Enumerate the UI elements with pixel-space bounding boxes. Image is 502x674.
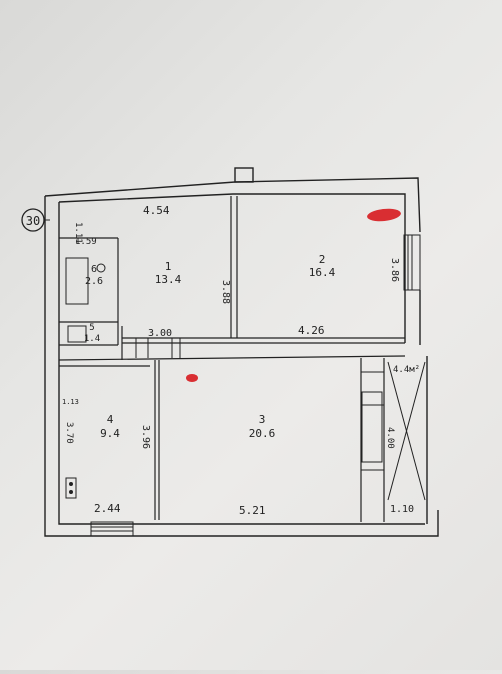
outer-wall-outline — [44, 196, 439, 537]
window-bottom — [90, 521, 134, 537]
hall-area: 4.4м² — [393, 365, 420, 375]
room-number: 2 — [319, 253, 326, 266]
outer-wall-top — [44, 177, 421, 233]
room-labels: 1 13.4 2 16.4 3 20.6 4 9.4 5 1.4 6 2.6 4… — [62, 253, 420, 440]
room-area: 20.6 — [249, 427, 276, 440]
window-bottom-frame — [90, 521, 134, 537]
chimney — [234, 167, 254, 183]
room-area: 2.6 — [85, 276, 103, 287]
room-number: 4 — [107, 413, 114, 426]
apartment-number-marker: 30 — [21, 208, 50, 232]
dim-corridor-width: 1.10 — [390, 504, 414, 515]
dim-room4-height: 3.70 — [64, 422, 74, 444]
small-mark: 1.13 — [62, 398, 79, 406]
dim-room1-height: 3.88 — [220, 280, 231, 304]
dimension-labels: 4.54 1.11 1.59 3.88 3.86 4.26 3.00 3.70 … — [64, 204, 414, 517]
room-area: 1.4 — [84, 334, 100, 344]
washbasin-icon — [96, 263, 106, 273]
dim-room3-height: 3.96 — [140, 425, 151, 449]
dim-room4-width: 2.44 — [94, 502, 121, 515]
stove-icon — [65, 477, 77, 499]
window-right — [403, 234, 421, 291]
interior-walls — [58, 196, 406, 522]
room-area: 16.4 — [309, 266, 336, 279]
dim-hall-width: 3.00 — [148, 328, 172, 339]
inner-wall-top-right — [58, 193, 406, 343]
dim-left-small-2: 1.59 — [75, 237, 97, 247]
bath-fixtures — [65, 257, 106, 499]
room-area: 9.4 — [100, 427, 120, 440]
dim-room3-width: 5.21 — [239, 504, 266, 517]
toilet-icon — [67, 325, 87, 343]
apartment-number: 30 — [26, 214, 40, 228]
hall-doorway — [361, 391, 383, 463]
door-marks — [135, 338, 426, 501]
stove-burner-icon — [69, 490, 73, 494]
room-number: 5 — [89, 323, 94, 333]
wall-rooms-bottom-top — [58, 355, 406, 361]
inner-wall-left-bottom — [58, 202, 425, 525]
room-area: 13.4 — [155, 273, 182, 286]
dim-left-small-1: 1.11 — [73, 222, 83, 244]
dim-corridor-height: 4.00 — [385, 427, 395, 449]
room-number: 6 — [91, 264, 97, 275]
dim-top-width: 4.54 — [143, 204, 170, 217]
stove-burner-icon — [69, 482, 73, 486]
hall-diagonal — [387, 361, 426, 501]
red-marks — [186, 208, 401, 382]
room-number: 1 — [165, 260, 172, 273]
red-ink-mark — [367, 208, 401, 222]
outer-walls — [44, 167, 439, 537]
dim-room2-height: 3.86 — [389, 258, 400, 282]
bathtub — [65, 257, 89, 305]
room-number: 3 — [259, 413, 266, 426]
red-ink-dot — [186, 374, 198, 382]
dim-room2-width: 4.26 — [298, 324, 325, 337]
